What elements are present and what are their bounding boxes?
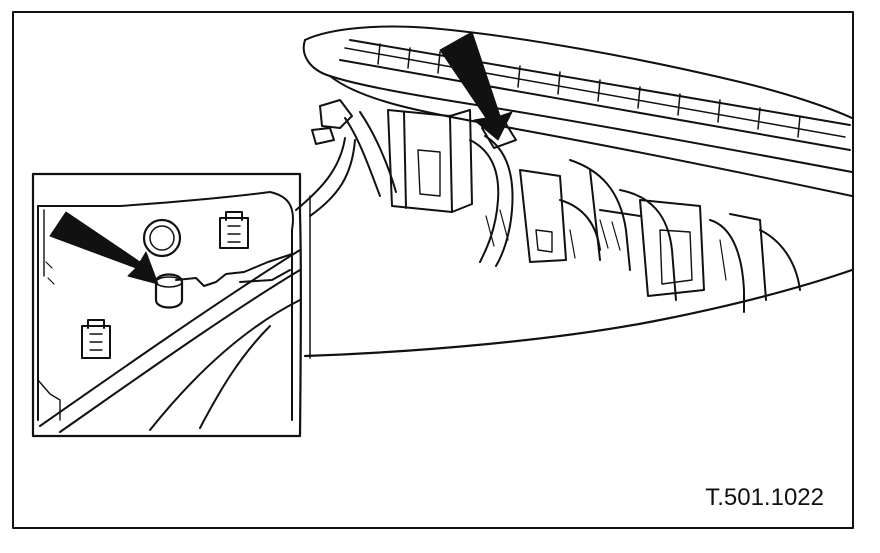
detail-inset	[31, 172, 302, 438]
pointer-arrow-icon	[439, 31, 513, 141]
figure-reference-label: T.501.1022	[705, 484, 824, 511]
connector-on-duct	[481, 123, 517, 149]
detail-leader-line	[295, 137, 346, 211]
dashboard-assembly	[302, 25, 854, 359]
pointer-arrow-icon	[49, 211, 159, 285]
